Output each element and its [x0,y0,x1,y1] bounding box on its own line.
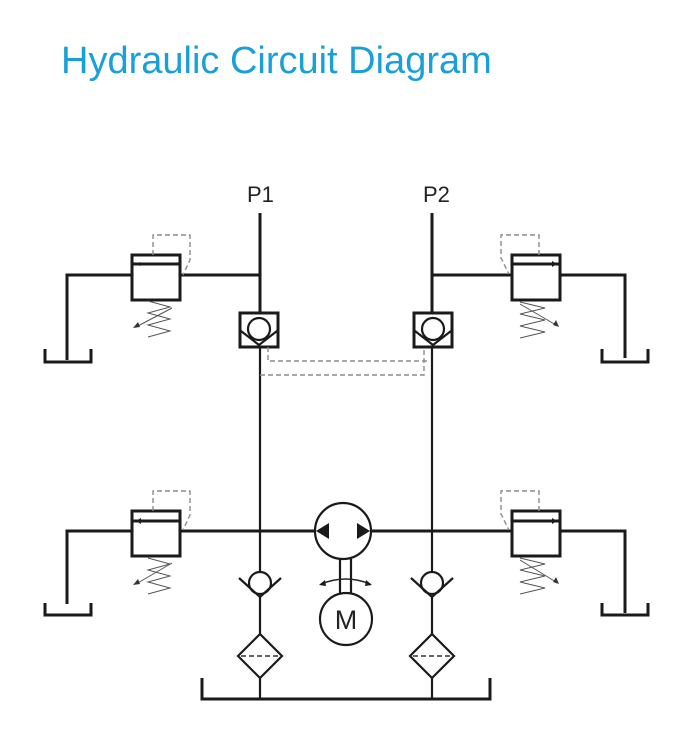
relief-valve-top-right [432,234,627,358]
bidirectional-pump [313,501,373,561]
electric-motor: M [318,591,374,647]
tank-top-right [600,349,650,364]
filter-left [236,632,284,698]
pilot-check-valve-left [238,311,280,349]
suction-check-valve-left [238,570,282,634]
pilot-line-right-to-left [260,347,425,376]
tank-top-left [43,349,93,364]
suction-check-valve-right [410,570,454,634]
port-label-p2: P2 [423,182,450,207]
diagram-title: Hydraulic Circuit Diagram [61,40,492,82]
pilot-check-valve-right [412,311,454,349]
tank-bottom-right [600,603,650,617]
drive-shaft [319,559,372,594]
filter-right [408,632,456,698]
port-label-p1: P1 [247,182,274,207]
relief-valve-top-left [65,234,260,360]
tank-bottom-left [43,603,93,617]
motor-label: M [335,605,358,635]
tank-main [200,678,492,701]
relief-valve-bottom-right [500,490,627,613]
relief-valve-bottom-left [65,490,191,604]
pilot-line-left-to-right [267,347,430,362]
